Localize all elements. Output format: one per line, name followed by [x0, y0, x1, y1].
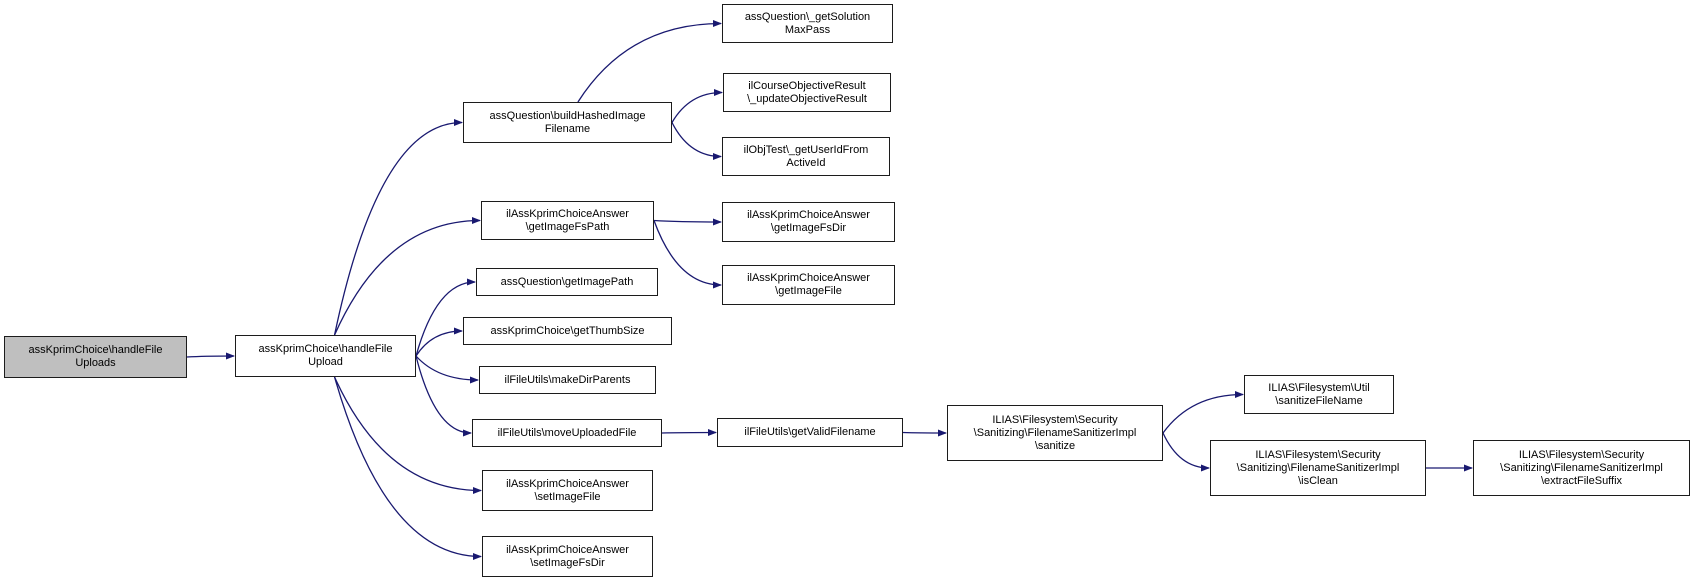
node-asskprimchoice-getthumbsize[interactable]: assKprimChoice\getThumbSize: [463, 317, 672, 345]
edge-buildHashedImageFilename-to-updateObjectiveResult: [671, 89, 723, 123]
node-filenamesanitizerimpl-isclean[interactable]: ILIAS\Filesystem\Security \Sanitizing\Fi…: [1210, 440, 1426, 496]
edge-buildHashedImageFilename-to-getSolutionMaxPass: [577, 20, 722, 103]
node-asskprimchoice-handlefileupload[interactable]: assKprimChoice\handleFile Upload: [235, 335, 416, 377]
edge-handleFileUpload-to-getThumbSize: [415, 327, 463, 357]
node-filenamesanitizerimpl-extractfilesuffix[interactable]: ILIAS\Filesystem\Security \Sanitizing\Fi…: [1473, 440, 1690, 496]
node-assquestion-getimagepath[interactable]: assQuestion\getImagePath: [476, 268, 658, 296]
node-ilasskprimchoiceanswer-getimagefspath[interactable]: ilAssKprimChoiceAnswer \getImageFsPath: [481, 201, 654, 240]
node-ilasskprimchoiceanswer-setimagefsdir[interactable]: ilAssKprimChoiceAnswer \setImageFsDir: [482, 536, 653, 577]
edge-getValidFilename-to-sanitize: [902, 429, 947, 437]
edge-handleFileUpload-to-moveUploadedFile: [415, 355, 472, 437]
node-ilfileutils-makedirparents[interactable]: ilFileUtils\makeDirParents: [479, 366, 656, 394]
node-assquestion-buildhashedimagefilename[interactable]: assQuestion\buildHashedImage Filename: [463, 102, 672, 143]
node-asskprimchoice-handlefileuploads[interactable]: assKprimChoice\handleFile Uploads: [4, 336, 187, 378]
edge-getImageFsPath-to-getImageFsDir: [653, 218, 722, 226]
edge-handleFileUpload-to-getImageFsPath: [333, 217, 481, 336]
node-ilasskprimchoiceanswer-getimagefsdir[interactable]: ilAssKprimChoiceAnswer \getImageFsDir: [722, 202, 895, 242]
node-ilcourseobjectiveresult-updateobjectiveresult[interactable]: ilCourseObjectiveResult \_updateObjectiv…: [723, 73, 891, 112]
edge-handleFileUpload-to-buildHashedImageFilename: [333, 119, 463, 336]
edge-getImageFsPath-to-getImageFile: [653, 220, 722, 289]
node-ilobjtest-getuseridfromactiveid[interactable]: ilObjTest\_getUserIdFrom ActiveId: [722, 137, 890, 176]
node-ilasskprimchoiceanswer-getimagefile[interactable]: ilAssKprimChoiceAnswer \getImageFile: [722, 265, 895, 305]
node-ilfileutils-moveuploadedfile[interactable]: ilFileUtils\moveUploadedFile: [472, 419, 662, 447]
node-ilasskprimchoiceanswer-setimagefile[interactable]: ilAssKprimChoiceAnswer \setImageFile: [482, 470, 653, 511]
node-ilfileutils-getvalidfilename[interactable]: ilFileUtils\getValidFilename: [717, 418, 903, 447]
edge-handleFileUploads-to-handleFileUpload: [186, 352, 235, 360]
edge-handleFileUpload-to-getImagePath: [415, 278, 476, 357]
edge-handleFileUpload-to-makeDirParents: [415, 355, 479, 384]
edge-moveUploadedFile-to-getValidFilename: [661, 429, 717, 437]
node-filesystem-util-sanitizefilename[interactable]: ILIAS\Filesystem\Util \sanitizeFileName: [1244, 375, 1394, 414]
edge-sanitize-to-sanitizeFileName: [1162, 391, 1244, 434]
edge-buildHashedImageFilename-to-getUserIdFromActiveId: [671, 122, 722, 160]
edge-handleFileUpload-to-setImageFsDir: [333, 376, 482, 560]
node-assquestion-getsolutionmaxpass[interactable]: assQuestion\_getSolution MaxPass: [722, 4, 893, 43]
edge-sanitize-to-isClean: [1162, 432, 1210, 472]
edge-handleFileUpload-to-setImageFile: [333, 376, 482, 494]
node-filenamesanitizerimpl-sanitize[interactable]: ILIAS\Filesystem\Security \Sanitizing\Fi…: [947, 405, 1163, 461]
